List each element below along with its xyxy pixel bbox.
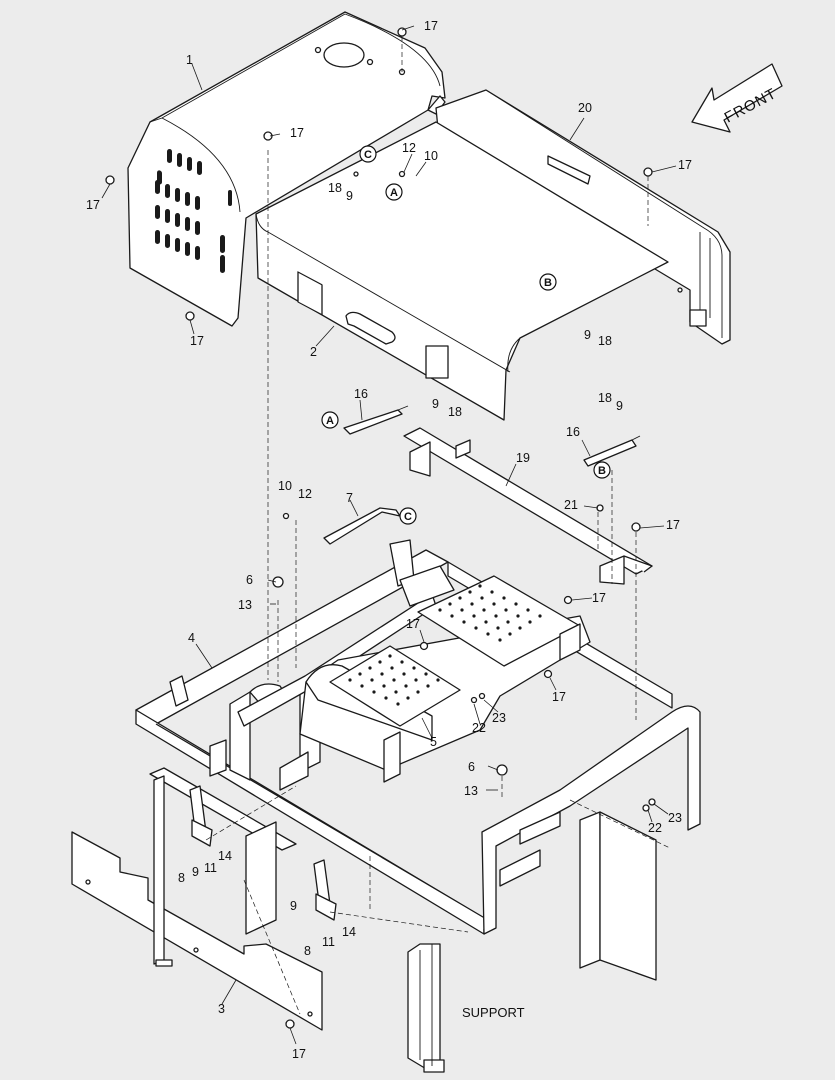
callout-22: 22 xyxy=(648,821,662,835)
callout-11: 11 xyxy=(322,935,335,949)
svg-text:C: C xyxy=(364,149,372,161)
callout-18: 18 xyxy=(598,391,612,405)
callout-5: 5 xyxy=(430,735,437,749)
callout-13: 13 xyxy=(464,784,478,798)
svg-text:B: B xyxy=(598,465,606,477)
part-5-seat-frame xyxy=(299,575,591,783)
part-16-gas-strut-left xyxy=(343,405,409,435)
part-1-rear-hood xyxy=(127,11,446,327)
callout-21: 21 xyxy=(564,498,578,512)
callout-23: 23 xyxy=(668,811,682,825)
svg-text:A: A xyxy=(326,415,334,427)
callout-labels: 1 2 3 4 5 6 6 7 8 8 9 9 9 9 9 9 10 10 11… xyxy=(86,19,692,1061)
callout-6: 6 xyxy=(246,573,253,587)
reference-marker-a-strut: A xyxy=(321,411,339,429)
callout-10: 10 xyxy=(424,149,438,163)
callout-18: 18 xyxy=(328,181,342,195)
reference-marker-b-right: B xyxy=(539,273,557,291)
callout-17: 17 xyxy=(424,19,438,33)
callout-23: 23 xyxy=(492,711,506,725)
callout-2: 2 xyxy=(310,345,317,359)
part-16-gas-strut-right xyxy=(583,435,641,467)
part-3-lower-panel xyxy=(71,831,323,1031)
callout-17: 17 xyxy=(592,591,606,605)
callout-17: 17 xyxy=(86,198,100,212)
callout-17: 17 xyxy=(406,617,420,631)
callout-16: 16 xyxy=(566,425,580,439)
callout-16: 16 xyxy=(354,387,368,401)
leader-lines xyxy=(101,25,677,1045)
perforation-pattern xyxy=(348,584,542,706)
callout-12: 12 xyxy=(298,487,312,501)
assembly-lines xyxy=(205,36,649,1015)
callout-1: 1 xyxy=(186,53,193,67)
hardware-bolts xyxy=(105,27,656,1029)
reference-marker-b-strut: B xyxy=(593,461,611,479)
callout-11: 11 xyxy=(204,861,217,875)
callout-9: 9 xyxy=(616,399,623,413)
svg-text:C: C xyxy=(404,511,412,523)
callout-9: 9 xyxy=(346,189,353,203)
callout-19: 19 xyxy=(516,451,530,465)
callout-17: 17 xyxy=(190,334,204,348)
callout-18: 18 xyxy=(448,405,462,419)
front-direction-arrow: FRONT xyxy=(691,63,783,133)
callout-9: 9 xyxy=(192,865,199,879)
callout-17: 17 xyxy=(678,158,692,172)
callout-4: 4 xyxy=(188,631,195,645)
callout-8: 8 xyxy=(178,871,185,885)
part-7-cable xyxy=(323,507,401,545)
callout-13: 13 xyxy=(238,598,252,612)
callout-6: 6 xyxy=(468,760,475,774)
callout-17: 17 xyxy=(666,518,680,532)
callout-17: 17 xyxy=(292,1047,306,1061)
svg-text:A: A xyxy=(390,187,398,199)
callout-7: 7 xyxy=(346,491,353,505)
callout-10: 10 xyxy=(278,479,292,493)
callout-9: 9 xyxy=(290,899,297,913)
reference-marker-c-top: C xyxy=(359,145,377,163)
callout-9: 9 xyxy=(584,328,591,342)
reference-marker-c-cable: C xyxy=(399,507,417,525)
svg-text:B: B xyxy=(544,277,552,289)
part-4-main-frame xyxy=(135,539,701,981)
callout-8: 8 xyxy=(304,944,311,958)
support-caption: SUPPORT xyxy=(462,1005,525,1020)
callout-14: 14 xyxy=(342,925,356,939)
callout-22: 22 xyxy=(472,721,486,735)
callout-9: 9 xyxy=(432,397,439,411)
part-14-latch-right xyxy=(313,859,337,921)
callout-20: 20 xyxy=(578,101,592,115)
reference-marker-a-top: A xyxy=(385,183,403,201)
support-legs xyxy=(149,767,445,1073)
callout-18: 18 xyxy=(598,334,612,348)
callout-12: 12 xyxy=(402,141,416,155)
callout-17: 17 xyxy=(290,126,304,140)
callout-17: 17 xyxy=(552,690,566,704)
callout-3: 3 xyxy=(218,1002,225,1016)
callout-14: 14 xyxy=(218,849,232,863)
